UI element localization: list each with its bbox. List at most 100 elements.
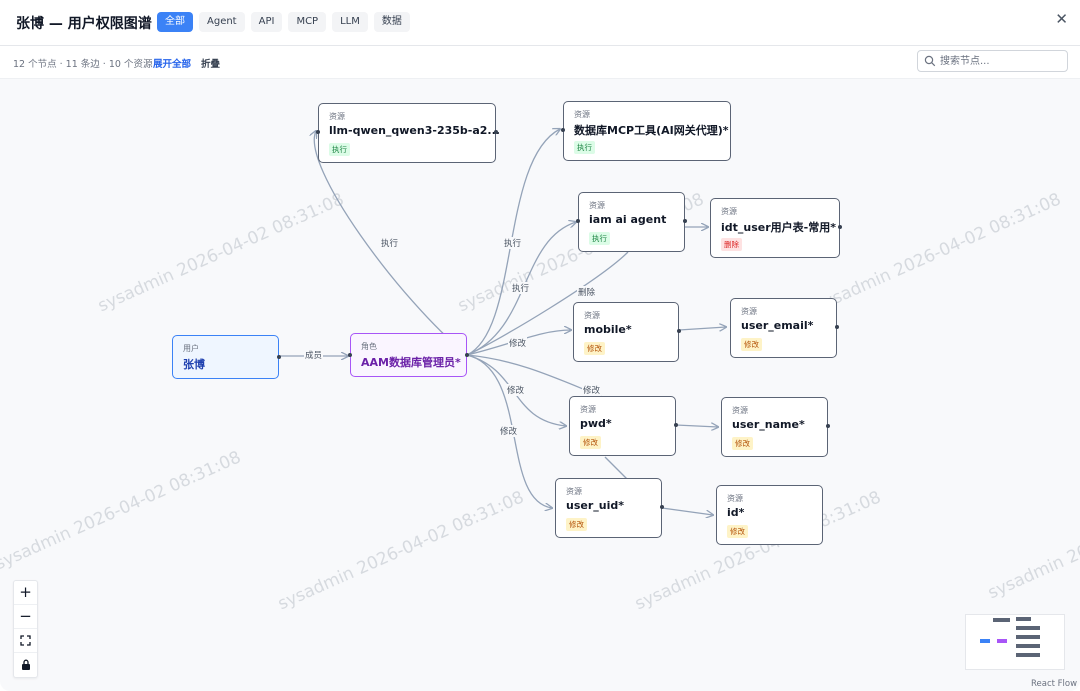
minimap-node (1016, 635, 1040, 639)
node-label: user_uid* (566, 499, 624, 512)
tab-data[interactable]: 数据 (373, 12, 410, 32)
minimap-node (1016, 653, 1040, 657)
resource-node-mobile[interactable]: 资源 mobile* 修改 (573, 302, 681, 362)
minimap-node (1016, 626, 1040, 630)
lock-icon (21, 659, 30, 670)
resource-node-id[interactable]: 资源 id* 修改 (716, 485, 823, 545)
node-handle[interactable] (465, 353, 469, 357)
user-node[interactable]: 用户 张博 (172, 335, 281, 379)
edge-label-exec: 执行 (511, 282, 531, 294)
node-label: id* (727, 506, 745, 519)
node-handle[interactable] (674, 423, 678, 427)
zoom-out-button[interactable]: − (14, 605, 37, 629)
tab-llm[interactable]: LLM (332, 12, 368, 32)
node-kind: 资源 (727, 494, 743, 503)
role-node[interactable]: 角色 AAM数据库管理员* (348, 333, 469, 377)
minimap[interactable] (965, 614, 1065, 670)
node-handle[interactable] (838, 225, 842, 229)
node-label: mobile* (584, 323, 632, 336)
node-handle[interactable] (494, 130, 498, 134)
node-kind: 资源 (732, 406, 748, 415)
search-box[interactable] (917, 50, 1068, 72)
node-kind: 资源 (721, 207, 737, 216)
edge-label-exec: 执行 (503, 237, 523, 249)
minimap-node (1016, 644, 1040, 648)
permission-badge: 修改 (732, 437, 753, 450)
tab-mcp[interactable]: MCP (288, 12, 327, 32)
permission-badge: 修改 (580, 436, 601, 449)
minimap-node (997, 639, 1007, 643)
resource-node-user-name[interactable]: 资源 user_name* 修改 (721, 397, 830, 457)
node-label: user_name* (732, 418, 805, 431)
node-handle[interactable] (826, 424, 830, 428)
node-handle[interactable] (348, 353, 352, 357)
node-label: user_email* (741, 319, 814, 332)
node-handle[interactable] (576, 219, 580, 223)
node-kind: 资源 (574, 110, 590, 119)
fit-view-icon (20, 635, 31, 646)
search-icon (924, 55, 936, 67)
node-kind: 资源 (589, 201, 605, 210)
node-label: iam ai agent (589, 213, 667, 226)
search-input[interactable] (940, 53, 1064, 69)
node-kind: 资源 (329, 112, 345, 121)
react-flow-attribution[interactable]: React Flow (1031, 679, 1078, 689)
edge-label-modify: 修改 (508, 337, 528, 349)
resource-node-llm[interactable]: 资源 llm-qwen_qwen3-235b-a2... 执行 (316, 103, 500, 163)
lock-button[interactable] (14, 653, 37, 677)
node-label: pwd* (580, 417, 612, 430)
expand-all-button[interactable]: 展开全部 (153, 59, 192, 70)
node-kind: 资源 (566, 487, 582, 496)
node-handle[interactable] (277, 355, 281, 359)
node-handle[interactable] (835, 325, 839, 329)
tab-api[interactable]: API (250, 12, 283, 32)
collapse-button[interactable]: 折叠 (201, 59, 221, 70)
graph-canvas[interactable] (0, 78, 1080, 691)
node-label: idt_user用户表-常用* (721, 221, 836, 234)
edge-label-delete: 删除 (577, 286, 597, 298)
node-handle[interactable] (561, 128, 565, 132)
permission-badge: 删除 (721, 238, 742, 251)
node-kind: 资源 (584, 311, 600, 320)
node-handle[interactable] (683, 219, 687, 223)
permission-badge: 执行 (574, 141, 595, 154)
resource-node-db-mcp[interactable]: 资源 数据库MCP工具(AI网关代理)* 执行 (561, 101, 731, 161)
page-title: 张博 — 用户权限图谱 (16, 16, 152, 32)
node-kind: 资源 (741, 307, 757, 316)
permission-badge: 修改 (584, 342, 605, 355)
resource-node-idt-user[interactable]: 资源 idt_user用户表-常用* 删除 (710, 198, 842, 258)
permission-badge: 执行 (329, 143, 350, 156)
minimap-node (1016, 617, 1031, 621)
node-label: 数据库MCP工具(AI网关代理)* (574, 124, 729, 137)
node-label: llm-qwen_qwen3-235b-a2... (329, 124, 500, 137)
tab-agent[interactable]: Agent (199, 12, 245, 32)
permission-badge: 修改 (727, 525, 748, 538)
fit-view-button[interactable] (14, 629, 37, 653)
permission-badge: 执行 (589, 232, 610, 245)
flow-controls: + − (13, 580, 38, 678)
edge-label-modify: 修改 (506, 384, 526, 396)
zoom-in-button[interactable]: + (14, 581, 37, 605)
tab-all[interactable]: 全部 (157, 12, 193, 32)
resource-node-pwd[interactable]: 资源 pwd* 修改 (569, 396, 678, 456)
edge-label-member: 成员 (304, 349, 324, 361)
node-handle[interactable] (660, 505, 664, 509)
node-kind: 角色 (361, 342, 377, 351)
node-kind: 用户 (183, 344, 199, 353)
resource-node-iam-agent[interactable]: 资源 iam ai agent 执行 (576, 192, 687, 252)
node-handle[interactable] (316, 130, 320, 134)
dialog-header: 张博 — 用户权限图谱 全部 Agent API MCP LLM 数据 ✕ (0, 0, 1080, 46)
edge-label-modify: 修改 (582, 384, 602, 396)
node-handle[interactable] (677, 329, 681, 333)
resource-node-user-uid[interactable]: 资源 user_uid* 修改 (555, 478, 664, 538)
permission-badge: 修改 (741, 338, 762, 351)
minimap-node (980, 639, 990, 643)
resource-node-user-email[interactable]: 资源 user_email* 修改 (730, 298, 839, 358)
edge-label-exec: 执行 (380, 237, 400, 249)
permission-badge: 修改 (566, 518, 587, 531)
node-kind: 资源 (580, 405, 596, 414)
close-icon[interactable]: ✕ (1055, 10, 1068, 28)
node-label: AAM数据库管理员* (361, 356, 461, 369)
edge-label-modify: 修改 (499, 425, 519, 437)
